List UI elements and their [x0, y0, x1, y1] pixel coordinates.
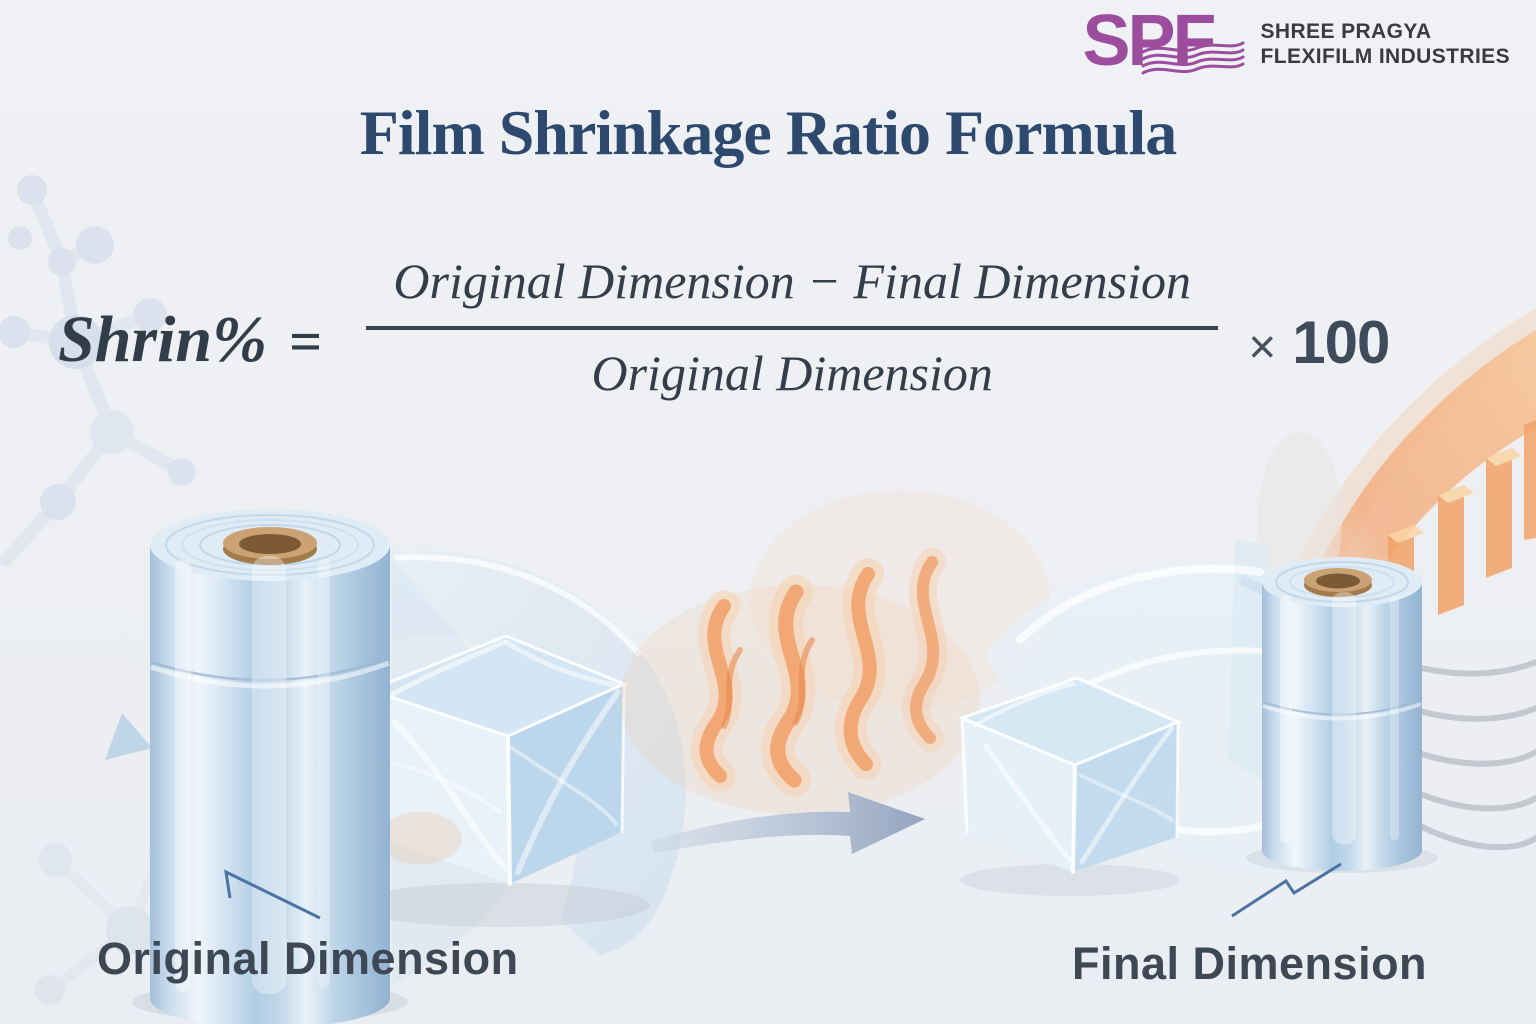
film-roll-final [1246, 557, 1438, 873]
logo-text: SPF [1082, 1, 1217, 81]
leader-line-final [1231, 862, 1342, 918]
multiplier-value: 100 [1292, 308, 1390, 376]
final-dimension-label: Final Dimension [1072, 938, 1428, 989]
fraction-denominator: Original Dimension [591, 345, 993, 401]
formula-lhs: Shrin% = [58, 302, 322, 378]
original-dimension-label: Original Dimension [97, 933, 519, 984]
molecule-decoration [0, 175, 196, 567]
formula-shrin-label: Shrin% [58, 303, 268, 376]
page-title: Film Shrinkage Ratio Formula [359, 97, 1177, 168]
company-name-line1: SHREE PRAGYA [1260, 20, 1432, 43]
wrapped-box-final [957, 676, 1182, 896]
wrapped-box-original [350, 634, 650, 927]
film-roll-original [132, 509, 408, 1024]
fraction-bar [366, 326, 1219, 330]
company-name-line2: FLEXIFILM INDUSTRIES [1260, 45, 1510, 68]
spf-logo-icon: SPF [1082, 1, 1244, 81]
logo-wave-icon [1141, 41, 1244, 75]
leader-line-original [224, 869, 321, 920]
triangle-decoration [105, 713, 152, 760]
fraction-numerator: Original Dimension − Final Dimension [393, 253, 1191, 309]
brand-logo: SPF SHREE PRAGYA FLEXIFILM INDUSTRIES [1082, 1, 1511, 81]
equals-sign: = [289, 309, 323, 374]
heat-waves-icon [620, 490, 1050, 815]
formula-fraction: Original Dimension − Final Dimension Ori… [366, 252, 1219, 402]
shrinkage-formula: Shrin% = Original Dimension − Final Dime… [58, 252, 1472, 402]
formula-multiplier: × 100 [1248, 308, 1390, 377]
transform-arrow-icon [650, 792, 925, 854]
times-sign: × [1248, 320, 1277, 374]
company-name: SHREE PRAGYA FLEXIFILM INDUSTRIES [1261, 19, 1511, 69]
